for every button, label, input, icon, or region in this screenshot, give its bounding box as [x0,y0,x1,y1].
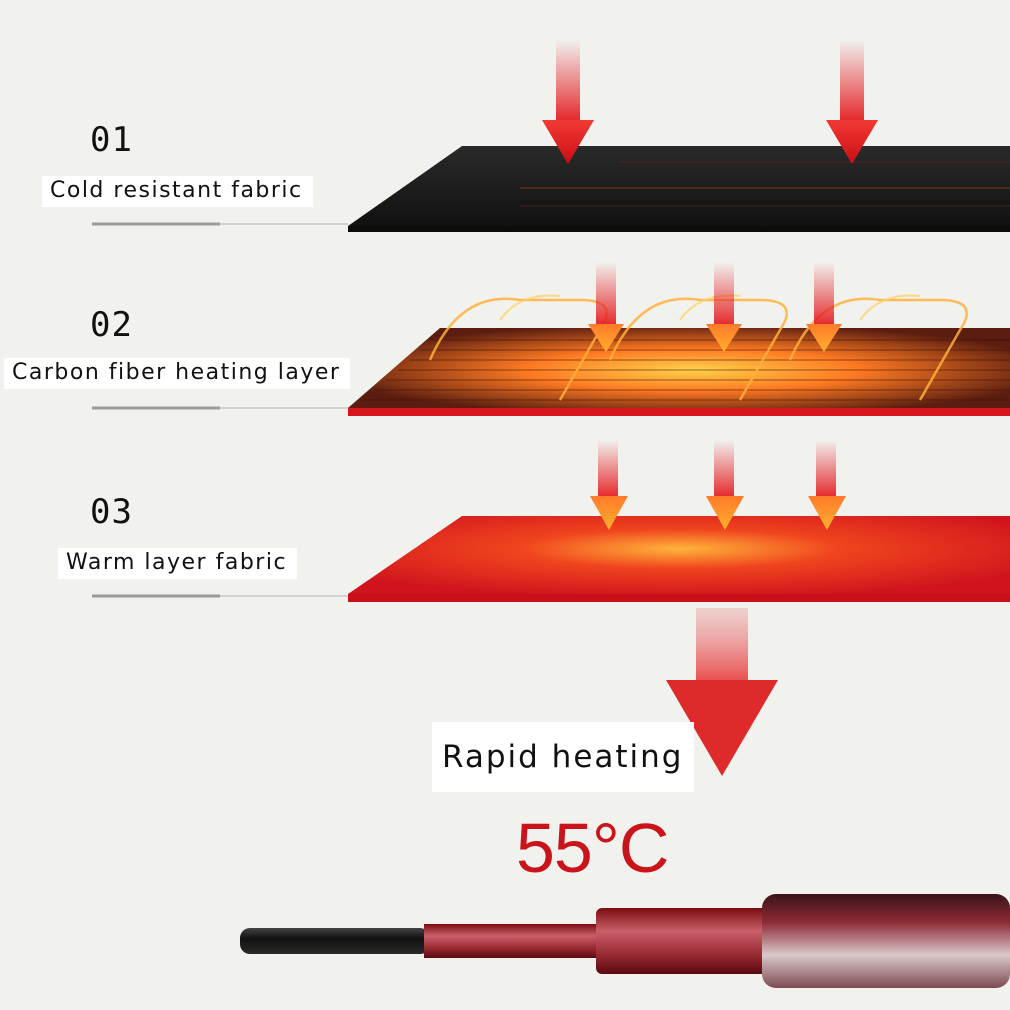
big-down-arrow [666,608,778,776]
layer-3-number: 03 [90,492,133,532]
temperature-value: 55°C [516,809,669,887]
rapid-heating-label: Rapid heating [432,722,694,792]
arrow-layer3-3 [808,440,846,530]
arrow-layer3-1 [590,440,628,530]
warm-fabric-layer [348,516,1010,602]
cold-fabric-layer [348,146,1010,232]
arrow-layer3-2 [706,440,744,530]
arrow-layer2-3 [806,262,842,352]
arrow-layer1-left [542,40,594,164]
arrow-layer1-right [826,40,878,164]
layer-1-number: 01 [90,120,133,160]
layer-2-label: Carbon fiber heating layer [4,358,351,389]
carbon-fiber-layer [348,294,1010,416]
layer-1-label: Cold resistant fabric [42,176,313,207]
heating-cable [240,894,1010,988]
arrow-layer2-1 [588,262,624,352]
arrow-layer2-2 [706,262,742,352]
layer-3-label: Warm layer fabric [58,548,298,579]
layer-2-number: 02 [90,305,133,345]
leader-lines [92,222,348,598]
